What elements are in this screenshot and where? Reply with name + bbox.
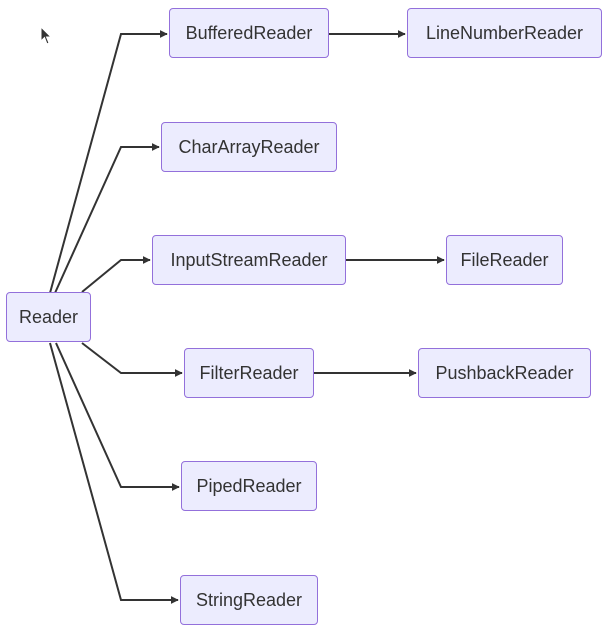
edge-reader-stringreader: [49, 342, 179, 604]
node-pipedreader[interactable]: PipedReader: [181, 461, 317, 511]
node-label: StringReader: [195, 589, 303, 610]
node-label: FileReader: [460, 249, 549, 270]
edge-reader-chararrayreader: [54, 143, 160, 294]
node-label: Reader: [18, 306, 79, 327]
node-linenumberreader[interactable]: LineNumberReader: [407, 8, 602, 58]
node-stringreader[interactable]: StringReader: [180, 575, 318, 625]
node-chararrayreader[interactable]: CharArrayReader: [161, 122, 337, 172]
node-label: FilterReader: [199, 362, 299, 383]
edge-reader-bufferedreader: [49, 30, 168, 294]
mouse-pointer-icon: [40, 26, 53, 45]
node-bufferedreader[interactable]: BufferedReader: [169, 8, 329, 58]
node-inputstreamreader[interactable]: InputStreamReader: [152, 235, 346, 285]
edge-reader-inputstreamreader: [81, 256, 151, 293]
node-label: CharArrayReader: [178, 136, 320, 157]
node-filereader[interactable]: FileReader: [446, 235, 563, 285]
node-label: InputStreamReader: [170, 249, 328, 270]
edge-reader-filterreader: [81, 342, 183, 377]
edge-reader-pipedreader: [55, 342, 180, 491]
node-pushbackreader[interactable]: PushbackReader: [418, 348, 591, 398]
node-reader[interactable]: Reader: [6, 292, 91, 342]
node-label: PushbackReader: [435, 362, 574, 383]
node-label: LineNumberReader: [425, 22, 584, 43]
node-label: PipedReader: [196, 475, 302, 496]
node-filterreader[interactable]: FilterReader: [184, 348, 314, 398]
node-label: BufferedReader: [185, 22, 313, 43]
